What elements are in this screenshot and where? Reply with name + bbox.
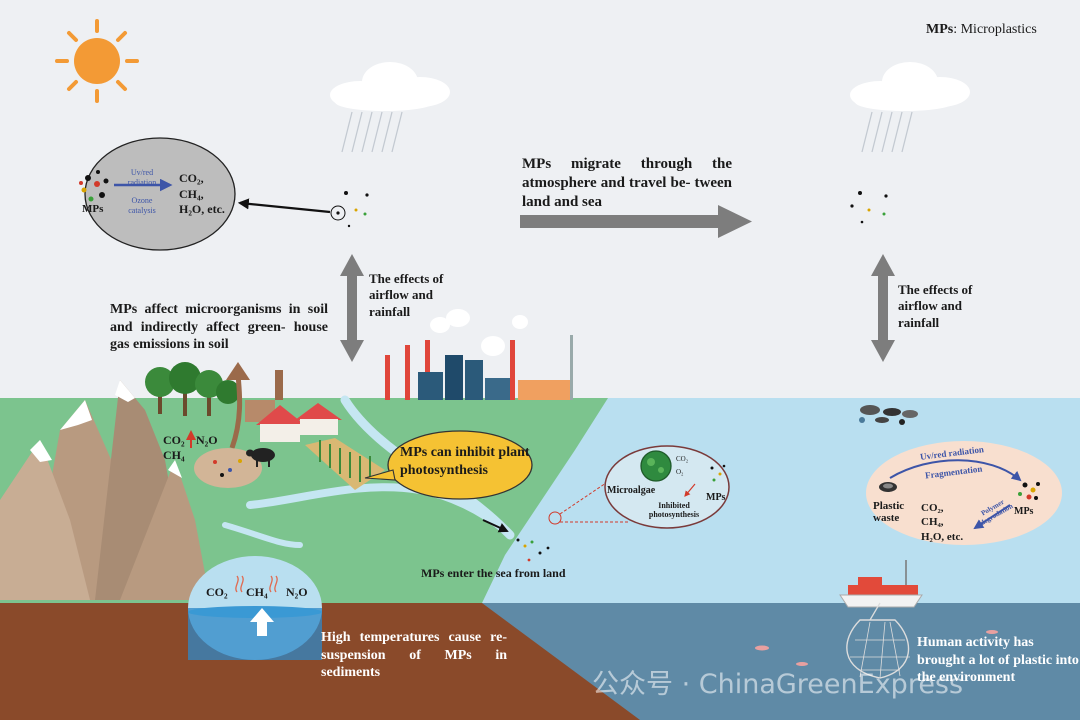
plastic-waste-icon bbox=[879, 482, 897, 492]
plant-callout-text: MPs can inhibit plant photosynthesis bbox=[400, 445, 530, 478]
microalgae-o2-label: O₂ bbox=[676, 468, 684, 476]
curved-arrow-up bbox=[229, 374, 243, 449]
microalgae-inset bbox=[604, 445, 730, 529]
human-activity-text: Human activity has brought a lot of plas… bbox=[917, 635, 1079, 685]
airflow-text-right: The effects of airflow and rainfall bbox=[898, 282, 973, 330]
fish-icons bbox=[755, 630, 998, 666]
pointer-arrow-atmosphere bbox=[237, 198, 331, 214]
atmospheric-degradation-inset bbox=[79, 137, 236, 251]
migration-arrow bbox=[520, 205, 752, 238]
resuspension-text: High temperatures cause re-suspension of… bbox=[321, 630, 507, 680]
factory-icon bbox=[385, 309, 573, 400]
microalgae-mps-label: MPs bbox=[706, 492, 726, 503]
microalgae-label: Microalgae bbox=[607, 485, 656, 496]
cloud-rain-icon-left bbox=[330, 62, 450, 153]
soil-microorganism-text: MPs affect microorganisms in soil and in… bbox=[110, 302, 328, 352]
soil-n2o-label: N₂O bbox=[196, 433, 218, 447]
inset-products: CO₂, CH₄, H₂O, etc. bbox=[179, 171, 225, 217]
soil-mps-mound bbox=[194, 448, 262, 488]
crop-field-icon bbox=[305, 438, 385, 490]
microalgae-co2-label: CO₂ bbox=[676, 455, 689, 463]
airborne-mps-left bbox=[330, 191, 369, 228]
plant-photosynthesis-callout bbox=[364, 430, 533, 500]
resuspension-up-arrow bbox=[250, 608, 274, 636]
watermark: 公众号 · ChinaGreenExpress bbox=[592, 669, 964, 700]
sediment-ch4-label: CH₄ bbox=[246, 585, 268, 599]
sediment-n2o-label: N₂O bbox=[286, 585, 308, 599]
migration-text: MPs migrate through the atmosphere and t… bbox=[522, 156, 732, 210]
sediment-co2-label: CO₂ bbox=[206, 585, 228, 599]
sediment-layer bbox=[0, 603, 640, 720]
soil-co2-label: CO₂ bbox=[163, 433, 185, 447]
houses-icon bbox=[245, 370, 342, 442]
cloud-rain-icon-right bbox=[850, 62, 970, 153]
airflow-text-left: The effects of airflow and rainfall bbox=[369, 271, 444, 319]
inset-catalysis-label: Ozone catalysis bbox=[128, 196, 156, 215]
fishing-ship-icon bbox=[839, 560, 923, 608]
floating-plastic-icon bbox=[859, 405, 918, 425]
microalgae-cell-icon bbox=[640, 450, 672, 482]
trees-icon bbox=[145, 362, 240, 416]
sediment-water-pool bbox=[188, 556, 322, 660]
mps-cluster-icon bbox=[79, 170, 109, 202]
sea-entry-text: MPs enter the sea from land bbox=[421, 566, 566, 580]
legend-note: MPs: Microplastics bbox=[926, 21, 1037, 39]
double-arrow-left bbox=[340, 254, 364, 362]
double-arrow-right bbox=[871, 254, 895, 362]
cattle-icon bbox=[246, 448, 275, 467]
inhibited-photosynthesis-label: Inhibited photosynthesis bbox=[648, 501, 700, 519]
inset-mps-label: MPs bbox=[82, 203, 104, 215]
legend-abbr: MPs bbox=[926, 22, 954, 37]
ocean-products: CO₂, CH₄, H₂O, etc. bbox=[921, 502, 964, 543]
soil-ch4-label: CH₄ bbox=[163, 448, 185, 462]
legend-definition: : Microplastics bbox=[953, 22, 1037, 37]
ocean-degradation-inset bbox=[866, 441, 1062, 545]
fishing-net-icon bbox=[846, 602, 910, 679]
sea-entry-mps bbox=[516, 511, 562, 562]
ocean-mps-icon bbox=[1018, 482, 1040, 500]
sun-icon bbox=[55, 19, 139, 103]
mountains bbox=[0, 380, 210, 600]
airborne-mps-right bbox=[850, 191, 888, 224]
inset-process-label: Uv/red radiation bbox=[127, 168, 157, 187]
plastic-waste-label: Plastic waste bbox=[873, 500, 905, 525]
ocean-mps-label: MPs bbox=[1014, 506, 1034, 517]
sea-entry-arrow bbox=[482, 519, 509, 533]
